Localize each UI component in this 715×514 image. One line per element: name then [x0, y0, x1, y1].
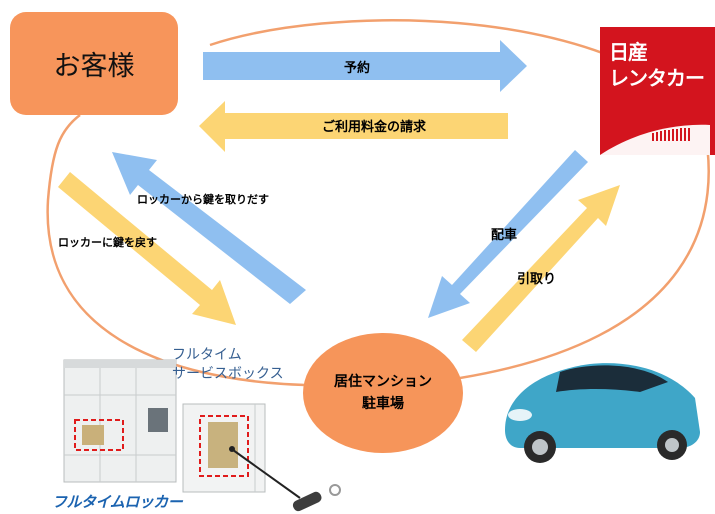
locker-photo-small: [182, 403, 301, 499]
billing-arrow: [199, 101, 508, 152]
take-key-arrow: [112, 152, 306, 304]
fulltime-locker-brand: フルタイムロッカー: [52, 493, 183, 511]
nissan-logo-stripes: [600, 124, 710, 155]
service-box-label: フルタイム サービスボックス: [172, 346, 284, 384]
return-key-arrow: [58, 172, 236, 325]
billing-label: ご利用料金の請求: [322, 119, 427, 135]
car-image: [505, 363, 700, 463]
customer-node: お客様: [10, 12, 178, 115]
nissan-rental-logo: 日産 レンタカー: [600, 27, 715, 155]
pickup-arrow: [462, 185, 620, 352]
residence-parking-node: 居住マンション 駐車場: [303, 333, 463, 453]
return-key-label: ロッカーに鍵を戻す: [58, 235, 157, 249]
customer-label: お客様: [53, 51, 135, 82]
pickup-label: 引取り: [517, 272, 556, 287]
dispatch-arrow: [428, 150, 588, 318]
key-icon: [292, 484, 341, 512]
nissan-logo-line2: レンタカー: [609, 66, 705, 90]
service-box-line2: サービスボックス: [172, 366, 284, 382]
dispatch-label: 配車: [491, 227, 517, 243]
take-key-label: ロッカーから鍵を取りだす: [137, 192, 269, 206]
nissan-logo-line1: 日産: [609, 40, 648, 64]
residence-line2: 駐車場: [362, 396, 404, 412]
locker-photo-large: [63, 359, 177, 483]
reservation-label: 予約: [344, 60, 370, 76]
service-box-line1: フルタイム: [172, 347, 242, 363]
residence-line1: 居住マンション: [334, 374, 432, 390]
reservation-arrow: [203, 40, 527, 92]
